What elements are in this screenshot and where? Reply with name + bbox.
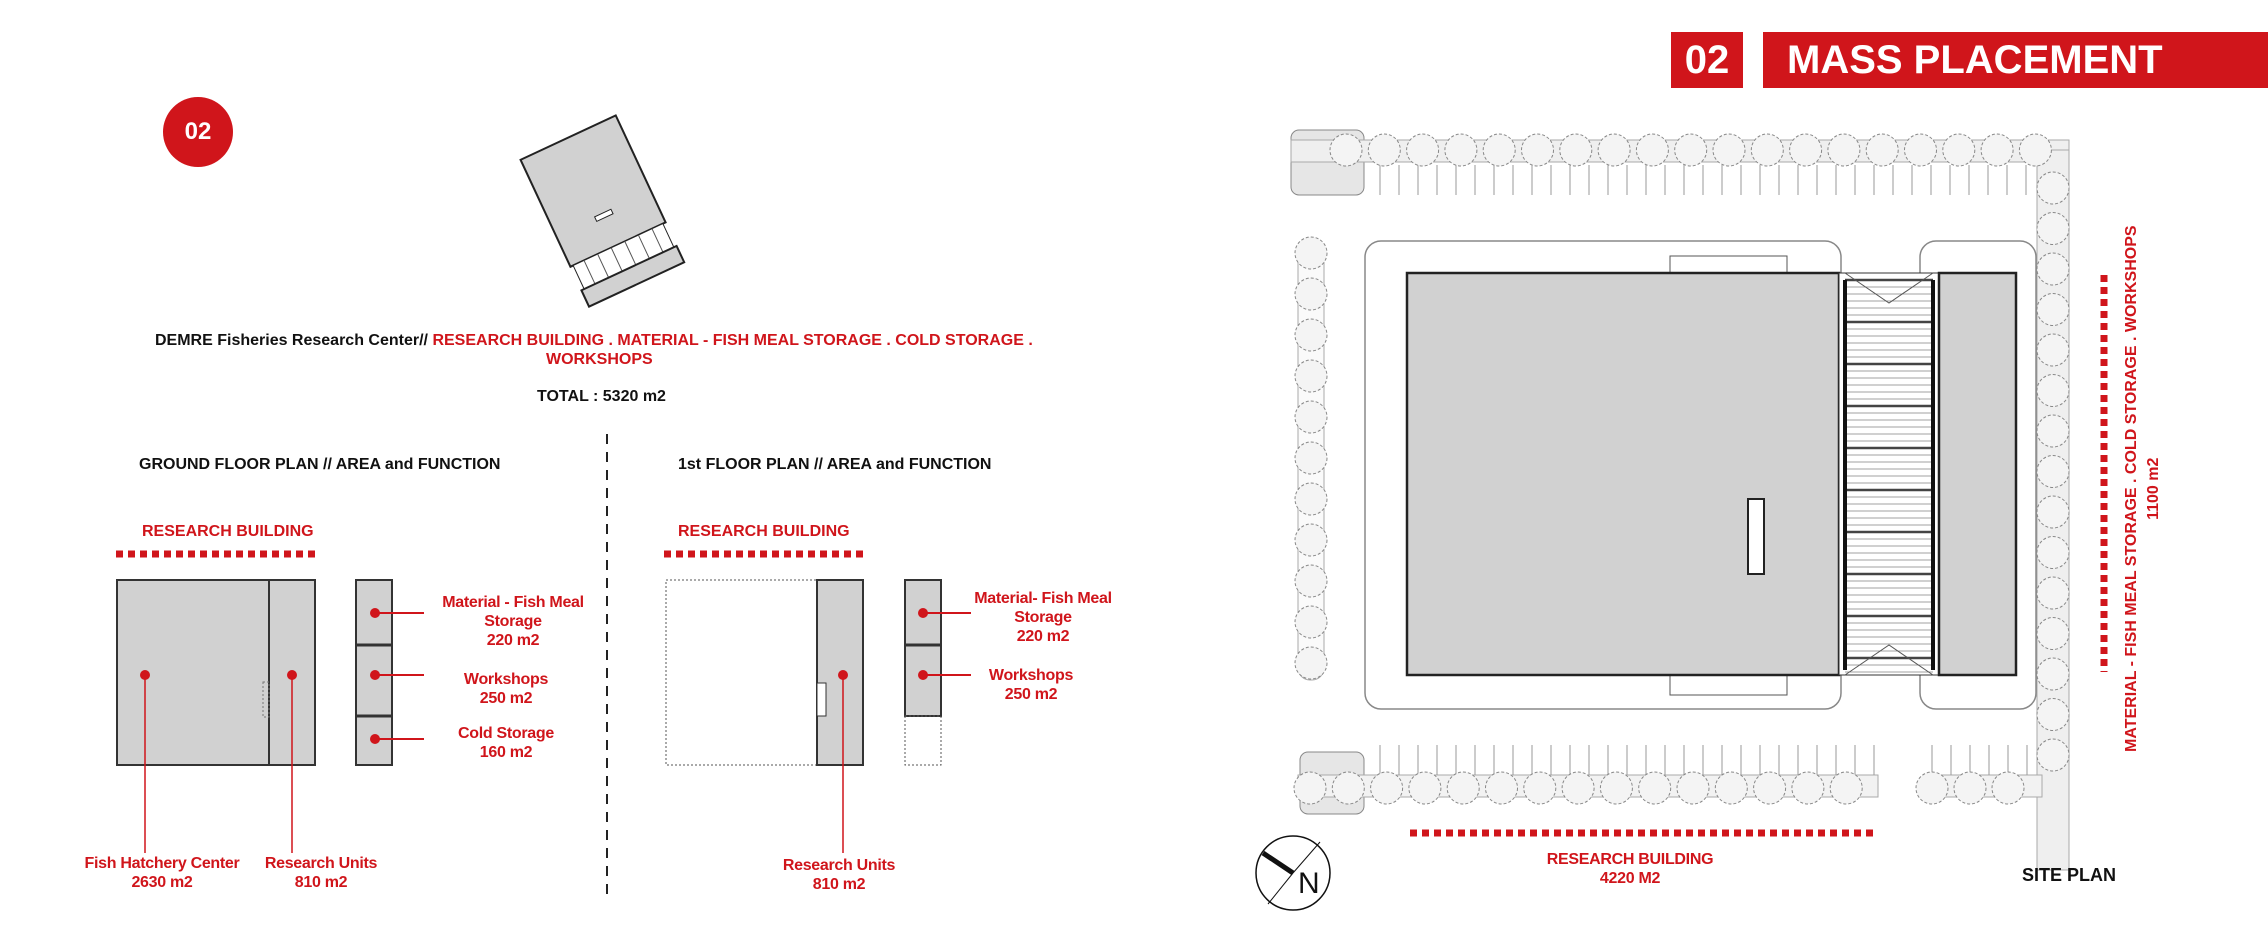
tree-icon [2036,657,2070,691]
tree-icon [1294,277,1328,311]
tree-icon [1294,400,1328,434]
tree-icon [1523,771,1557,805]
tree-icon [2036,374,2070,407]
tree-icon [1865,133,1899,167]
tree-icon [1331,771,1365,805]
tree-icon [2036,576,2070,610]
tree-icon [2036,212,2070,245]
tree-icon [1712,133,1746,167]
tree-icon [1789,133,1823,167]
tree-icon [1753,771,1787,805]
tree-icon [1829,771,1863,805]
tree-icon [1406,133,1440,167]
tree-icon [1485,771,1518,805]
first-floor-heading: 1st FLOOR PLAN // AREA and FUNCTION [678,456,992,473]
tree-icon [1635,133,1669,167]
tree-icon [1674,133,1708,167]
tree-icon [1521,133,1554,167]
tree-icon [2036,252,2070,286]
tree-icon [2036,455,2070,488]
storage-building-mass [1937,271,2018,677]
project-name: DEMRE Fisheries Research Center// [155,332,428,349]
tree-icon [2018,133,2052,167]
tree-icon [1370,771,1404,805]
north-arrow-icon [1255,835,1331,911]
tree-icon [1294,605,1328,639]
section-number: 02 [1671,32,1743,88]
tree-icon [1294,236,1328,270]
section-title: MASS PLACEMENT [1763,32,2268,88]
mass-model-thumbnail [519,114,686,308]
site-plan [1255,129,2108,911]
research-building-mass [1405,271,1841,677]
tree-icon [2036,293,2070,326]
tree-icon [1294,482,1328,516]
tree-icon [1980,133,2014,167]
tree-icon [1294,441,1328,475]
tree-icon [2036,414,2070,448]
tree-icon [1367,133,1401,167]
tree-icon [1408,771,1442,805]
ground-floor-heading: GROUND FLOOR PLAN // AREA and FUNCTION [139,456,501,473]
tree-icon [1991,771,2025,805]
tree-icon [1446,771,1480,805]
tree-icon [1294,523,1328,557]
tree-icon [2036,333,2070,367]
tree-icon [1482,133,1516,167]
tree-icon [1293,771,1327,805]
first-building-label: RESEARCH BUILDING [678,523,850,540]
site-storage-label: MATERIAL - FISH MEAL STORAGE . COLD STOR… [2123,225,2162,752]
first-floor-plan [665,579,971,853]
tree-icon [1638,771,1672,805]
tree-icon [1561,771,1595,805]
tree-icon [1915,771,1949,805]
tree-icon [2036,738,2070,772]
tree-icon [1750,133,1784,167]
tree-icon [1444,133,1478,167]
ground-building-label: RESEARCH BUILDING [142,523,314,540]
tree-icon [1597,133,1631,167]
tree-icon [2036,536,2070,569]
tree-icon [1329,133,1363,167]
tree-icon [1714,771,1748,805]
tree-icon [1599,771,1633,805]
tree-icon [1294,646,1328,680]
bridge [1838,272,1940,676]
tree-icon [1827,133,1861,167]
tree-icon [1953,771,1987,805]
function-list-cont: WORKSHOPS [546,351,653,368]
function-list: RESEARCH BUILDING . MATERIAL - FISH MEAL… [428,332,1033,349]
ground-floor-plan [116,579,424,853]
north-letter: N [1298,867,1320,900]
intro-line: DEMRE Fisheries Research Center// RESEAR… [155,332,1033,350]
tree-icon [1559,133,1593,167]
tree-icon [1791,771,1825,805]
tree-icon [1294,564,1328,598]
tree-icon [1294,359,1328,393]
tree-icon [2036,617,2070,650]
tree-icon [1294,318,1328,352]
total-area: TOTAL : 5320 m2 [537,388,666,405]
tree-icon [2036,171,2070,205]
tree-icon [1904,133,1937,167]
step-badge: 02 [163,97,233,167]
tree-icon [2036,495,2070,529]
tree-icon [1676,771,1710,805]
site-plan-title: SITE PLAN [2022,865,2117,885]
tree-icon [2036,698,2070,731]
tree-icon [1942,133,1976,167]
